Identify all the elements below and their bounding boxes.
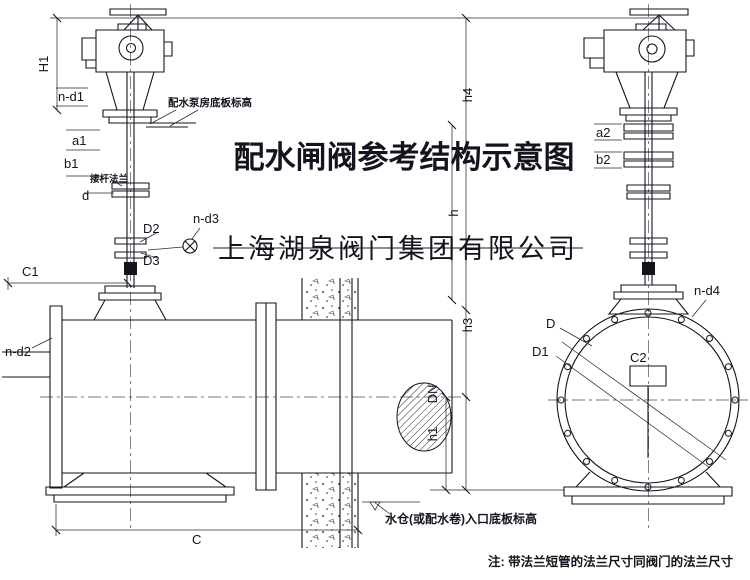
leader-lines bbox=[31, 109, 707, 515]
valve-body bbox=[2, 302, 452, 503]
dim-n-d3: n-d3 bbox=[193, 211, 219, 226]
dim-H1: H1 bbox=[36, 56, 51, 73]
pump-floor-label: 配水泵房底板标高 bbox=[168, 96, 252, 109]
actuator-hub bbox=[125, 42, 137, 54]
dim-h3: h3 bbox=[460, 318, 475, 332]
dim-C2: C2 bbox=[630, 350, 647, 365]
electric-actuator bbox=[583, 23, 695, 73]
dimension-ticks bbox=[3, 13, 471, 535]
stem-flanges bbox=[607, 107, 690, 315]
gate-guide-and-base bbox=[563, 365, 733, 505]
dim-h4: h4 bbox=[460, 88, 475, 102]
dim-d: d bbox=[82, 188, 89, 203]
annotations: 接杆法兰 配水泵房底板标高 水仓(或配水卷)入口底板标高 注: 带法兰短管的法兰… bbox=[90, 96, 734, 569]
bolt-hole-symbol bbox=[182, 238, 198, 254]
concrete-wall bbox=[301, 278, 453, 548]
left-view bbox=[2, 8, 452, 503]
electric-actuator bbox=[81, 23, 173, 73]
wall-fill-bottom bbox=[302, 473, 358, 548]
dim-n-d4: n-d4 bbox=[694, 283, 720, 298]
pipe-bore-section bbox=[396, 382, 452, 452]
diameter-leader-lines bbox=[555, 341, 727, 469]
pump-floor-lines bbox=[146, 122, 196, 128]
dim-h1: h1 bbox=[425, 427, 440, 441]
yoke-and-stem bbox=[105, 71, 155, 288]
stem-packing bbox=[642, 262, 655, 275]
actuator-wheel bbox=[638, 35, 666, 63]
flange-note: 注: 带法兰短管的法兰尺寸同阀门的法兰尺寸 bbox=[488, 554, 734, 569]
actuator-wheel bbox=[118, 35, 144, 61]
company-watermark: 上海湖泉阀门集团有限公司 bbox=[218, 234, 578, 264]
stem-packing bbox=[124, 262, 137, 275]
bolt-hole-symbol-cross bbox=[184, 240, 196, 252]
wall-edges bbox=[301, 278, 359, 548]
handwheel bbox=[109, 8, 167, 31]
right-view bbox=[555, 8, 740, 505]
dim-a1: a1 bbox=[72, 133, 86, 148]
actuator-hub bbox=[646, 43, 658, 55]
stem-flange-label: 接杆法兰 bbox=[90, 173, 129, 185]
red-title-overlay: 配水闸阀参考结构示意图 bbox=[234, 140, 575, 175]
elevation-triangle bbox=[369, 501, 381, 511]
dim-C: C bbox=[192, 532, 201, 547]
dim-b2: b2 bbox=[596, 152, 610, 167]
dim-h: h bbox=[446, 209, 461, 216]
dim-n-d2: n-d2 bbox=[5, 344, 31, 359]
inlet-floor-label: 水仓(或配水卷)入口底板标高 bbox=[385, 511, 537, 526]
dim-D: D bbox=[546, 316, 555, 331]
wall-fill-top bbox=[302, 278, 358, 320]
stem-flanges bbox=[93, 109, 167, 321]
dim-C1: C1 bbox=[22, 264, 39, 279]
dim-D3: D3 bbox=[143, 253, 160, 268]
dim-a2: a2 bbox=[596, 125, 610, 140]
dim-n-d1: n-d1 bbox=[58, 89, 84, 104]
dim-b1: b1 bbox=[64, 156, 78, 171]
dim-DN: DN bbox=[425, 385, 440, 404]
centerlines bbox=[40, 4, 748, 532]
handwheel bbox=[629, 8, 689, 31]
dim-D1: D1 bbox=[532, 344, 549, 359]
dimension-labels: H1 n-d1 a1 b1 d D2 n-d3 D3 C1 n-d2 C h4 … bbox=[5, 56, 720, 547]
dim-D2: D2 bbox=[143, 221, 160, 236]
dimension-lines bbox=[3, 13, 707, 548]
body-flange-outer bbox=[556, 308, 740, 492]
body-flange-inner bbox=[564, 316, 732, 484]
dimension-line-set bbox=[7, 17, 660, 548]
yoke-and-stem bbox=[615, 71, 679, 285]
